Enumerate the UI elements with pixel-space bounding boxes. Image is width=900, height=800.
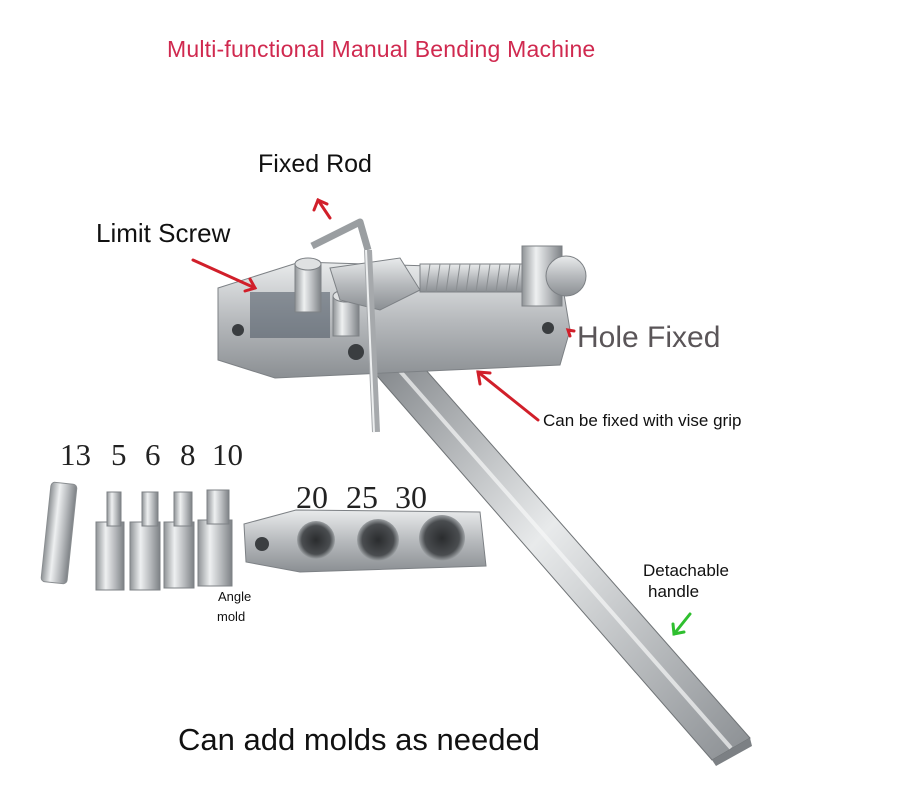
footer-caption: Can add molds as needed [178, 722, 540, 757]
lead-screw [419, 245, 587, 307]
fixed-rod-label: Fixed Rod [258, 150, 372, 178]
fixed-rod-arrow [316, 198, 332, 220]
fixed-rod-part [310, 218, 380, 433]
small-mold-size: 5 [111, 437, 127, 472]
limit-screw-label: Limit Screw [96, 218, 231, 248]
hole-fixed-label: Hole Fixed [577, 321, 721, 354]
small-mold-size: 8 [180, 437, 196, 472]
small-mold-size: 13 [60, 437, 91, 472]
rollers [294, 257, 421, 337]
small-mold-size: 10 [212, 437, 243, 472]
handle-arrow [672, 612, 692, 636]
large-mold-size: 25 [346, 479, 378, 515]
limit-screw-arrow [191, 258, 257, 290]
small-molds [40, 481, 233, 591]
page-title: Multi-functional Manual Bending Machine [167, 36, 596, 62]
angle-mold-label-line1: Angle [218, 589, 252, 604]
vise-grip-arrow [476, 370, 540, 422]
large-molds [243, 509, 487, 573]
hole-fixed-arrow [565, 328, 576, 338]
vise-grip-label: Can be fixed with vise grip [543, 411, 742, 430]
detachable-handle-label-line1: Detachable [643, 561, 730, 580]
large-mold-size: 20 [296, 479, 328, 515]
arrows [191, 197, 692, 636]
detachable-handle-label-line2: handle [648, 582, 700, 601]
small-mold-size: 6 [145, 437, 161, 472]
angle-mold-label-line2: mold [217, 609, 246, 624]
large-mold-size: 30 [395, 479, 427, 515]
